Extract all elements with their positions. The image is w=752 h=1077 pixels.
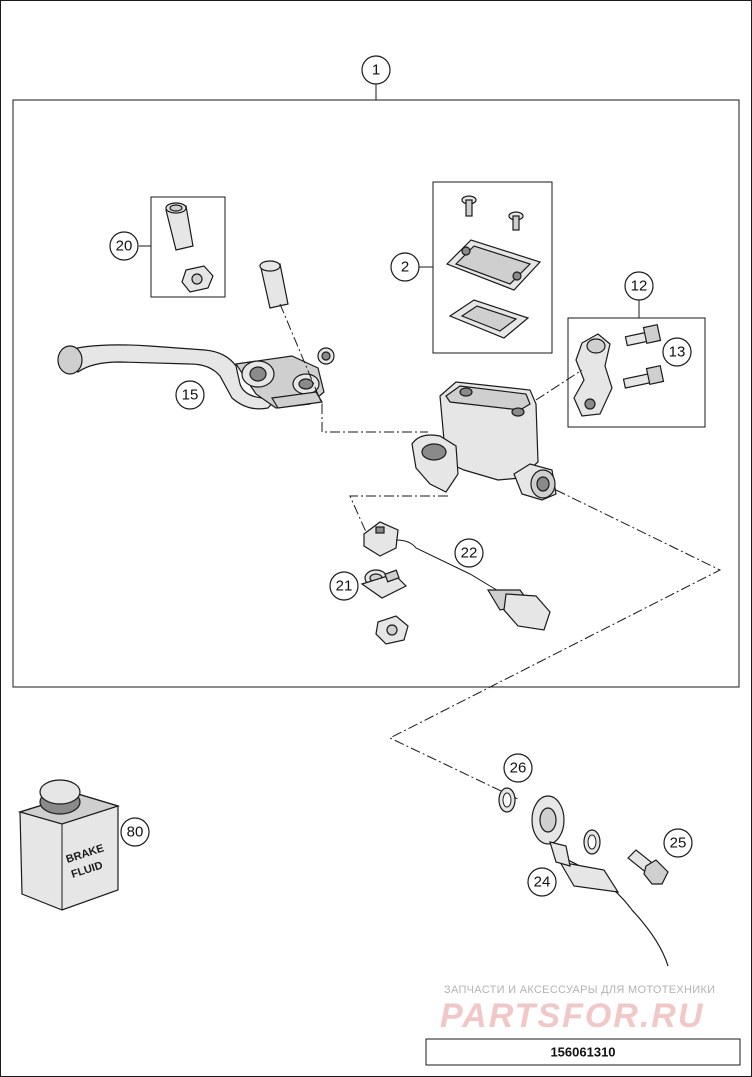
sealing-washer-1 bbox=[498, 787, 516, 813]
callout-15: 15 bbox=[175, 380, 205, 410]
clamp-part bbox=[573, 333, 613, 417]
callout-80: 80 bbox=[120, 817, 150, 847]
clamp-bolt-2 bbox=[622, 365, 665, 389]
callout-2: 2 bbox=[390, 252, 420, 282]
sleeve-part bbox=[165, 202, 194, 251]
watermark-tagline: ЗАПЧАСТИ И АКСЕССУАРЫ ДЛЯ МОТОТЕХНИКИ bbox=[444, 984, 715, 996]
switch-nut-part bbox=[375, 615, 409, 645]
sealing-washer-2 bbox=[583, 829, 601, 855]
assembly-line-clamp bbox=[535, 369, 583, 401]
switch-bracket-part bbox=[360, 569, 408, 599]
assembly-frame bbox=[12, 99, 740, 688]
svg-text:22: 22 bbox=[461, 545, 478, 562]
svg-text:21: 21 bbox=[336, 578, 353, 595]
svg-text:13: 13 bbox=[669, 344, 686, 361]
svg-text:25: 25 bbox=[670, 835, 687, 852]
svg-text:26: 26 bbox=[510, 760, 527, 777]
callout-1: 1 bbox=[361, 55, 391, 85]
callout-25: 25 bbox=[663, 828, 693, 858]
part-12-box bbox=[567, 317, 706, 428]
svg-text:15: 15 bbox=[182, 387, 199, 404]
watermark-brand: PARTSFOR.RU bbox=[440, 997, 704, 1035]
cover-screw-1 bbox=[461, 195, 477, 217]
callout-20: 20 bbox=[109, 231, 139, 261]
assembly-line-lever bbox=[321, 404, 428, 433]
master-cylinder-part bbox=[411, 381, 557, 501]
svg-text:20: 20 bbox=[116, 238, 133, 255]
part-20-box bbox=[150, 196, 226, 298]
svg-text:2: 2 bbox=[401, 259, 409, 276]
reservoir-cover-part bbox=[445, 239, 542, 291]
assembly-line-hose bbox=[388, 489, 722, 801]
assembly-line-switch bbox=[349, 495, 448, 533]
callout-22: 22 bbox=[454, 538, 484, 568]
banjo-bolt-part bbox=[627, 849, 669, 885]
callout-21: 21 bbox=[329, 571, 359, 601]
brake-fluid-bottle: BRAKE FLUID bbox=[17, 779, 121, 911]
svg-text:1: 1 bbox=[372, 62, 380, 79]
svg-text:80: 80 bbox=[127, 824, 144, 841]
callout-13: 13 bbox=[662, 337, 692, 367]
callout-24: 24 bbox=[527, 867, 557, 897]
membrane-part bbox=[448, 299, 530, 339]
brake-lever-part bbox=[57, 344, 335, 410]
callout-26: 26 bbox=[503, 753, 533, 783]
svg-text:24: 24 bbox=[534, 874, 551, 891]
hex-nut-part bbox=[181, 265, 214, 293]
drawing-number: 156061310 bbox=[550, 1045, 615, 1060]
assembly-line-sleeve bbox=[279, 303, 323, 405]
cover-screw-2 bbox=[508, 211, 524, 231]
svg-text:12: 12 bbox=[631, 278, 648, 295]
brake-switch-part bbox=[363, 521, 551, 631]
callout-12: 12 bbox=[624, 271, 654, 301]
brake-hose-part bbox=[531, 795, 669, 967]
clamp-bolt-1 bbox=[624, 324, 662, 347]
adjuster-sleeve-part bbox=[259, 260, 289, 309]
drawing-number-box bbox=[425, 1038, 741, 1066]
